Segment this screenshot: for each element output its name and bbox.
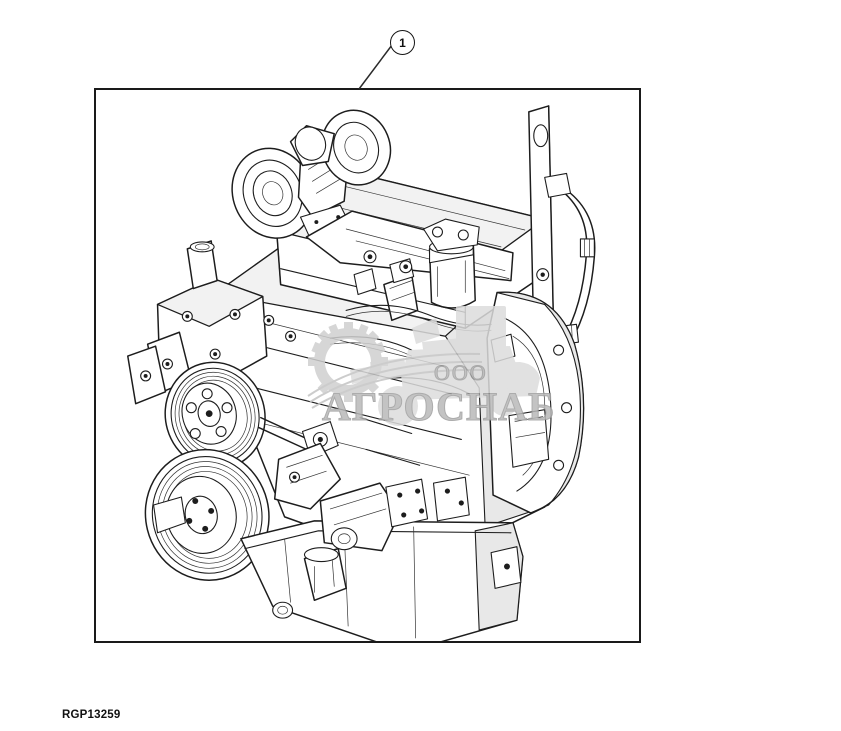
callout-number: 1 [399, 35, 406, 50]
diagram-frame: .ln { fill:none; stroke:#1d1d1d; stroke-… [94, 88, 641, 643]
turbocharger [231, 109, 392, 240]
part-number-caption: RGP13259 [62, 709, 121, 721]
fan-drive-pulley [164, 361, 266, 470]
mount-brackets [385, 476, 470, 528]
engine-assembly-illustration: .ln { fill:none; stroke:#1d1d1d; stroke-… [127, 105, 596, 641]
oil-cooler-assembly [303, 482, 401, 602]
crankshaft-damper-pulley [144, 448, 270, 581]
callout-balloon-1[interactable]: 1 [390, 30, 415, 55]
accessory-housing [273, 442, 341, 510]
coolant-hose [543, 172, 596, 391]
engine-drawing [127, 105, 596, 641]
fuel-filter [423, 218, 480, 309]
